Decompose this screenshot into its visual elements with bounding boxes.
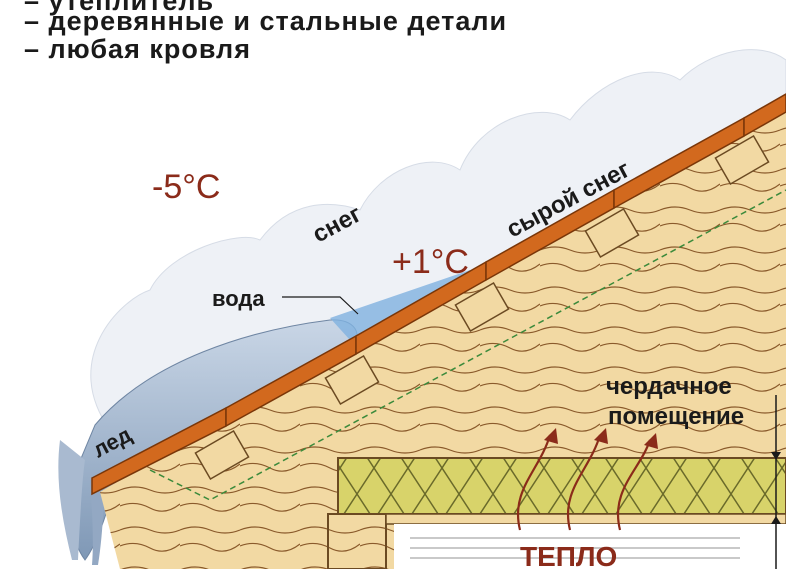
membrane-line: [149, 189, 786, 501]
arrowhead-icon: [771, 452, 781, 460]
inside-temp-label: +1°C: [392, 243, 469, 281]
battens: [194, 134, 770, 481]
heat-arrows: [517, 434, 652, 531]
attic-label-line1: чердачное: [606, 373, 732, 400]
room-interior: [394, 524, 786, 569]
icicle: [58, 440, 85, 560]
list-item: – деревянные и стальные детали: [24, 6, 508, 36]
attic-label-line2: помещение: [608, 403, 744, 430]
icicle: [90, 480, 104, 565]
arrowhead-icon: [544, 428, 658, 449]
roof-sheet: [91, 93, 786, 496]
insulation: [337, 457, 786, 515]
heat-lines: [410, 537, 740, 559]
list-item: – любая кровля: [24, 34, 251, 64]
water-pointer-line: [282, 296, 359, 315]
water-label: вода: [212, 286, 265, 311]
arrowhead-icon: [771, 516, 781, 524]
heat-label: ТЕПЛО: [520, 541, 617, 569]
list-item: – утеплитель: [24, 0, 215, 16]
outside-temp-label: -5°C: [152, 168, 220, 206]
ceiling-beam: [327, 513, 387, 569]
water-film: [330, 270, 470, 340]
ceiling-board: [385, 513, 786, 525]
